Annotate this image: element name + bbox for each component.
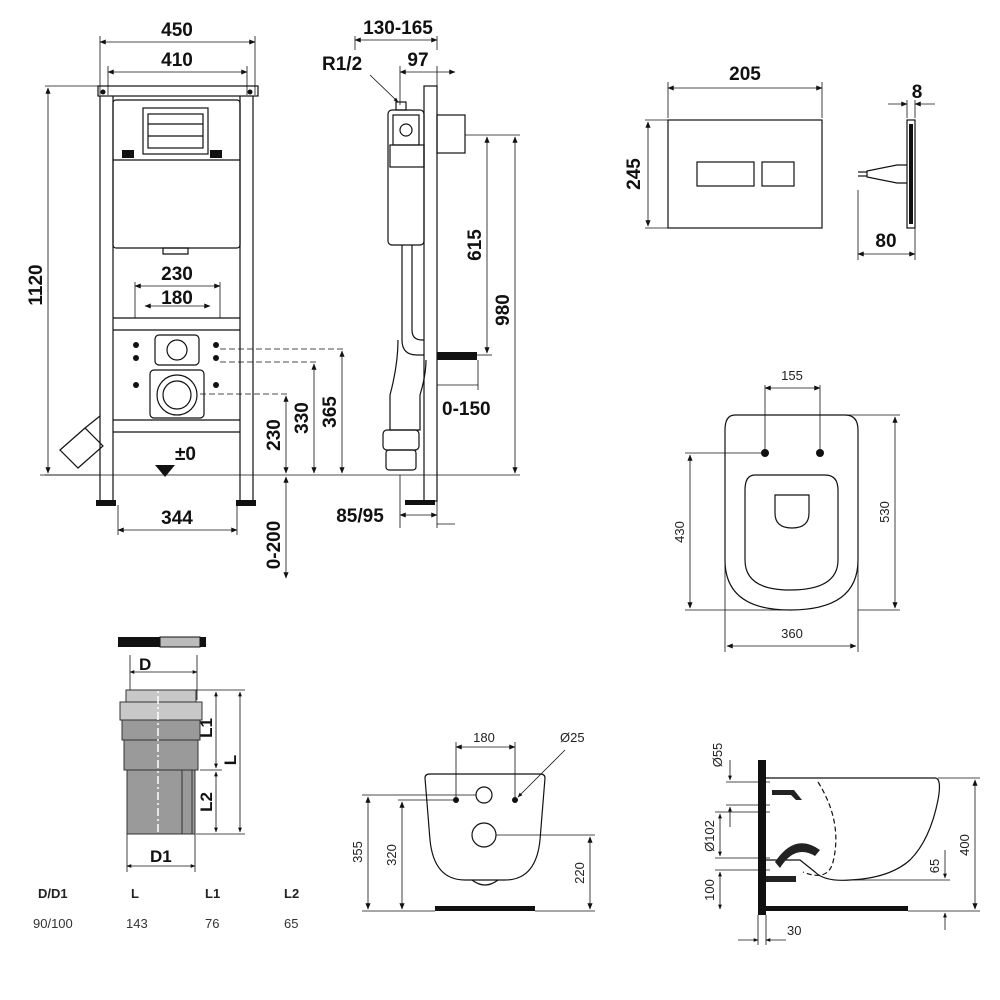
dim-100-label: 100 — [702, 879, 717, 901]
dim-d55-label: Ø55 — [710, 743, 725, 768]
dim-365-label: 365 — [320, 396, 341, 428]
toilet-top-view: 155 430 530 360 — [672, 368, 900, 652]
table-header-l2: L2 — [284, 886, 299, 901]
toilet-front-view: 180 Ø25 355 320 220 — [350, 730, 595, 912]
dim-245-label: 245 — [624, 158, 645, 190]
dim-65-label: 65 — [927, 859, 942, 873]
dim-205-label: 205 — [729, 64, 761, 85]
dim-400-label: 400 — [957, 834, 972, 856]
dim-d102-label: Ø102 — [702, 820, 717, 852]
table-value-l: 143 — [126, 916, 148, 931]
dim-360-label: 360 — [781, 626, 803, 641]
dim-410-label: 410 — [161, 50, 193, 71]
pipe-l-label: L — [221, 755, 240, 765]
dim-615-label: 615 — [465, 229, 486, 261]
dim-80-label: 80 — [875, 231, 896, 252]
dim-980-label: 980 — [493, 294, 514, 326]
dim-155-label: 155 — [781, 368, 803, 383]
pipe-l1-label: L1 — [197, 718, 216, 738]
pipe-spec-table: D/D1 L L1 L2 90/100 143 76 65 — [33, 886, 299, 931]
dim-0-150-label: 0-150 — [442, 399, 491, 420]
zero-level-label: ±0 — [175, 444, 196, 465]
toilet-side-view: Ø55 Ø102 100 30 65 400 — [702, 743, 980, 945]
dim-450-label: 450 — [161, 20, 193, 41]
table-value-l1: 76 — [205, 916, 219, 931]
flush-button-small — [761, 161, 795, 187]
dim-180-top-label: 180 — [161, 288, 193, 309]
dim-1120-label: 1120 — [26, 264, 47, 305]
dim-320-label: 320 — [384, 844, 399, 866]
dim-230-side-label: 230 — [264, 419, 285, 451]
dim-85-95-label: 85/95 — [336, 506, 384, 527]
table-header-l: L — [131, 886, 139, 901]
toilet-side-outline — [766, 777, 941, 881]
dim-355-label: 355 — [350, 841, 365, 863]
frame-front-view: 450 410 1120 — [26, 20, 520, 579]
table-header-l1: L1 — [205, 886, 220, 901]
r12-label: R1/2 — [322, 54, 362, 75]
dim-97-label: 97 — [407, 50, 428, 71]
dim-530-label: 530 — [877, 501, 892, 523]
dim-8-label: 8 — [912, 82, 923, 103]
pipe-d1-label: D1 — [150, 847, 172, 866]
dim-180-front-label: 180 — [473, 730, 495, 745]
table-value-l2: 65 — [284, 916, 298, 931]
pipe-d-label: D — [139, 655, 151, 674]
toilet-front-outline — [424, 773, 546, 881]
pipe-l2-label: L2 — [197, 792, 216, 812]
toilet-top-outline — [724, 414, 859, 611]
flush-plate-view: 205 245 8 80 — [624, 64, 935, 260]
dim-330-label: 330 — [292, 402, 313, 434]
table-header-d: D/D1 — [38, 886, 68, 901]
dim-430-label: 430 — [672, 521, 687, 543]
floor-zero-marker — [155, 465, 175, 477]
dim-130-165-label: 130-165 — [363, 18, 433, 39]
dim-d25-label: Ø25 — [560, 730, 585, 745]
mounting-bolts — [133, 342, 219, 388]
frame-side-view: 130-165 97 R1/2 0-150 615 98 — [322, 18, 520, 528]
dim-30-label: 30 — [787, 923, 801, 938]
table-value-d: 90/100 — [33, 916, 73, 931]
pipe-connector-view: D L1 L2 L D1 D/D1 L L1 L2 90/100 143 76 … — [33, 636, 299, 931]
dim-230-top-label: 230 — [161, 264, 193, 285]
flush-plate-outline — [667, 119, 823, 229]
toilet-bowl-opening — [744, 474, 839, 591]
dim-220-label: 220 — [572, 862, 587, 884]
dim-344-label: 344 — [161, 508, 193, 529]
flush-button-large — [696, 161, 755, 187]
dim-0-200-label: 0-200 — [264, 521, 285, 570]
